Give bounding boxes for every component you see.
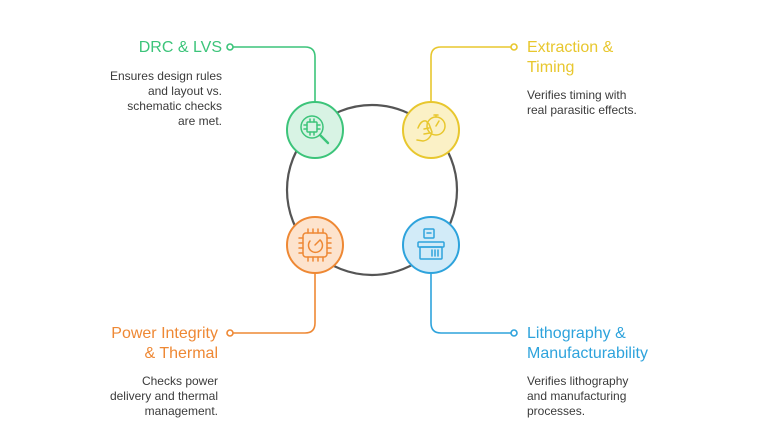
power-desc-line: delivery and thermal xyxy=(109,389,218,403)
lithography-machine-icon xyxy=(417,228,445,260)
power-title-line: & Thermal xyxy=(144,345,218,362)
chip-power-icon xyxy=(298,228,332,262)
litho-desc-line: and manufacturing xyxy=(527,389,627,403)
extraction-description: Verifies timing with real parasitic effe… xyxy=(527,88,757,118)
connector-power-dot xyxy=(226,329,234,337)
chip-magnifier-icon xyxy=(300,115,330,145)
litho-node xyxy=(402,216,460,274)
connector-litho xyxy=(430,272,514,334)
litho-description: Verifies lithography and manufacturing p… xyxy=(527,374,757,419)
connector-extraction xyxy=(430,46,514,102)
power-desc-line: management. xyxy=(144,404,218,418)
drc-desc-line: and layout vs. xyxy=(147,84,222,98)
connector-extraction-dot xyxy=(510,43,518,51)
extraction-label: Extraction & Timing Verifies timing with… xyxy=(527,38,757,118)
drc-desc-line: Ensures design rules xyxy=(109,69,222,83)
drc-title: DRC & LVS xyxy=(138,39,222,56)
power-node xyxy=(286,216,344,274)
litho-desc-line: Verifies lithography xyxy=(527,374,629,388)
drc-desc-line: are met. xyxy=(177,114,222,128)
extraction-desc-line: real parasitic effects. xyxy=(527,103,637,117)
power-desc-line: Checks power xyxy=(141,374,218,388)
connector-drc-dot xyxy=(226,43,234,51)
connector-litho-dot xyxy=(510,329,518,337)
power-label: Power Integrity & Thermal Checks power d… xyxy=(0,324,218,419)
power-title: Power Integrity & Thermal xyxy=(0,324,218,364)
connector-power xyxy=(230,272,316,334)
litho-title-line: Manufacturability xyxy=(527,345,648,362)
extraction-desc-line: Verifies timing with xyxy=(527,88,627,102)
drc-node xyxy=(286,101,344,159)
power-description: Checks power delivery and thermal manage… xyxy=(0,374,218,419)
extraction-node xyxy=(402,101,460,159)
litho-title: Lithography & Manufacturability xyxy=(527,324,757,364)
stopwatch-hand-icon xyxy=(416,114,446,142)
drc-desc-line: schematic checks xyxy=(127,99,222,113)
connector-drc xyxy=(230,46,316,102)
central-ring xyxy=(285,103,459,277)
litho-desc-line: processes. xyxy=(527,404,586,418)
extraction-title-line: Timing xyxy=(527,59,575,76)
extraction-title-line: Extraction & xyxy=(527,39,614,56)
drc-description: Ensures design rules and layout vs. sche… xyxy=(0,69,222,129)
litho-label: Lithography & Manufacturability Verifies… xyxy=(527,324,757,419)
drc-label: DRC & LVS Ensures design rules and layou… xyxy=(0,38,222,129)
power-title-line: Power Integrity xyxy=(111,325,218,342)
litho-title-line: Lithography & xyxy=(527,325,626,342)
extraction-title: Extraction & Timing xyxy=(527,38,757,78)
